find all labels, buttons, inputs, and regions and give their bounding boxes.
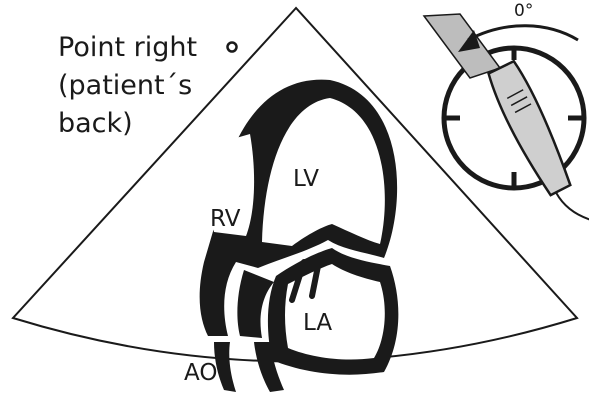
rotation-arc xyxy=(468,26,578,40)
orientation-marker-icon xyxy=(228,43,237,52)
label-lv: LV xyxy=(293,166,319,192)
instruction-line-3: back) xyxy=(58,108,133,139)
probe-angle-label: 0° xyxy=(514,1,533,21)
ultrasound-beam xyxy=(424,14,500,78)
label-rv: RV xyxy=(210,206,241,232)
instruction-line-1: Point right xyxy=(58,32,197,63)
label-ao: AO xyxy=(184,360,217,386)
instruction-line-2: (patient´s xyxy=(58,70,192,101)
label-la: LA xyxy=(303,310,332,336)
probe-cable xyxy=(556,185,589,228)
